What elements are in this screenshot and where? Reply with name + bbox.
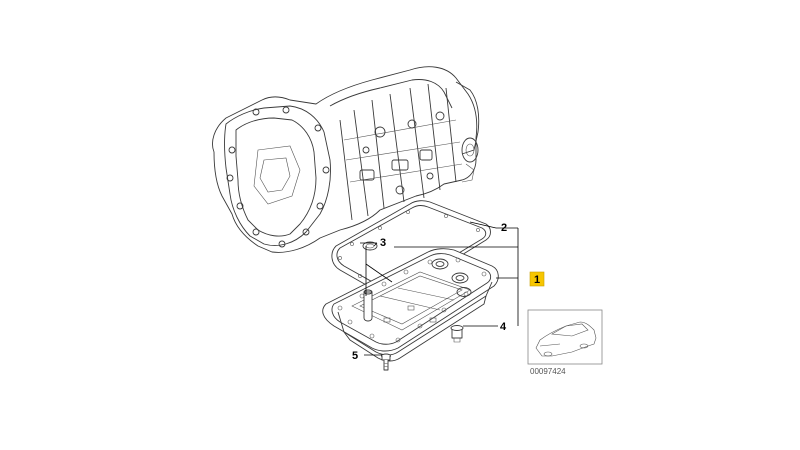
transmission-housing [212,66,480,253]
car-thumbnail: 00097424 [527,309,603,376]
callout-5-label[interactable]: 5 [352,350,358,362]
callouts: 1 2 3 4 5 [352,222,545,362]
callout-4-label[interactable]: 4 [500,321,507,333]
reference-code: 00097424 [530,367,566,376]
callout-1[interactable]: 1 [529,271,545,287]
drain-plug [450,325,464,343]
callout-2-label[interactable]: 2 [501,222,507,234]
pan-bolt [381,353,391,371]
callout-1-label: 1 [534,274,540,286]
callout-3-label[interactable]: 3 [380,237,386,249]
leader-lines [360,221,519,356]
oil-pan [322,248,499,362]
car-sedan-icon [535,321,597,357]
